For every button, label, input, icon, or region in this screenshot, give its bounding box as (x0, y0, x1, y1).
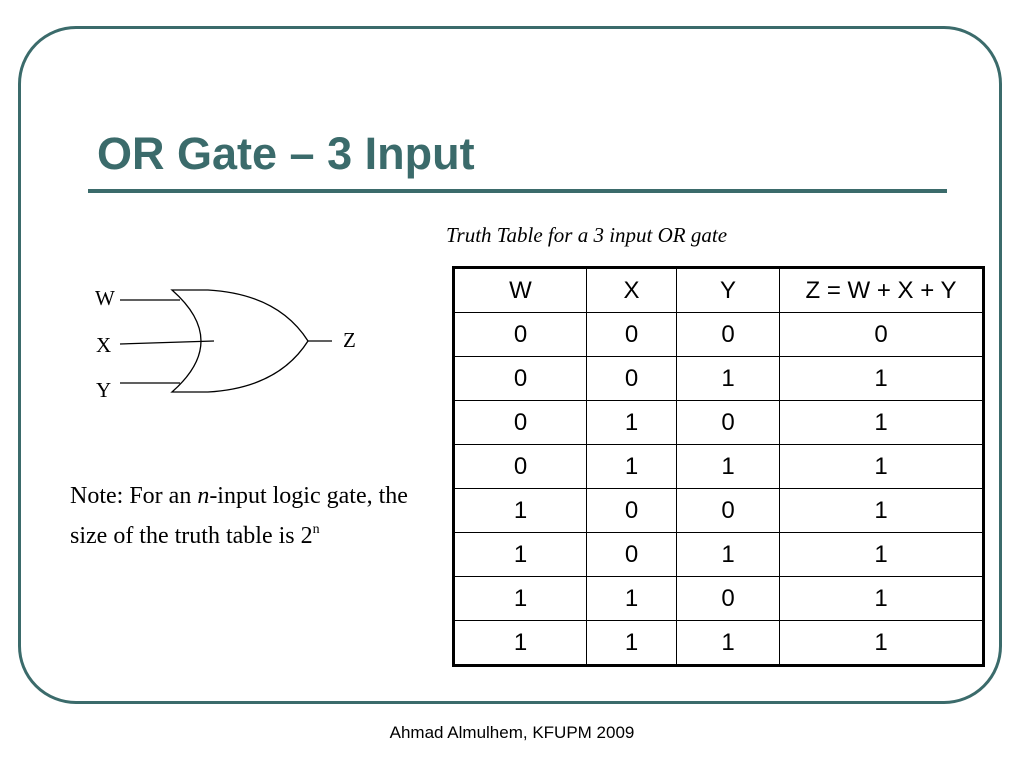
header-w: W (453, 267, 587, 313)
input-w-label: W (95, 286, 115, 310)
cell-x: 1 (586, 400, 677, 445)
cell-z: 0 (779, 312, 984, 357)
cell-y: 1 (676, 444, 780, 489)
or-gate-body (170, 289, 309, 393)
note-text: Note: For an n-input logic gate, the siz… (70, 480, 450, 553)
cell-x: 1 (586, 620, 677, 666)
cell-x: 1 (586, 576, 677, 621)
cell-z: 1 (779, 576, 984, 621)
note-prefix: Note: For an (70, 483, 198, 509)
cell-x: 0 (586, 356, 677, 401)
cell-x: 0 (586, 532, 677, 577)
table-header-row: W X Y Z = W + X + Y (453, 267, 984, 313)
table-row: 0 0 0 0 (453, 312, 984, 357)
cell-z: 1 (779, 488, 984, 533)
table-row: 1 1 1 1 (453, 620, 984, 666)
cell-y: 0 (676, 312, 780, 357)
table-row: 0 0 1 1 (453, 356, 984, 401)
note-middle: -input logic gate, the size of the truth… (70, 483, 408, 549)
cell-x: 0 (586, 312, 677, 357)
footer-credit: Ahmad Almulhem, KFUPM 2009 (389, 723, 635, 742)
title-underline (88, 189, 947, 193)
cell-w: 0 (453, 356, 587, 401)
slide-title: OR Gate – 3 Input (97, 128, 475, 179)
cell-y: 0 (676, 400, 780, 445)
cell-z: 1 (779, 444, 984, 489)
cell-w: 0 (453, 444, 587, 489)
input-x-wire (119, 340, 215, 345)
output-z-label: Z (343, 328, 356, 352)
table-row: 1 0 1 1 (453, 532, 984, 577)
table-row: 1 0 0 1 (453, 488, 984, 533)
or-gate-diagram: W X Y Z (90, 280, 380, 405)
cell-y: 0 (676, 488, 780, 533)
header-y: Y (676, 267, 780, 313)
input-x-label: X (96, 333, 112, 357)
cell-w: 1 (453, 620, 587, 666)
cell-w: 1 (453, 576, 587, 621)
table-row: 1 1 0 1 (453, 576, 984, 621)
table-row: 0 1 1 1 (453, 444, 984, 489)
header-x: X (586, 267, 677, 313)
cell-y: 1 (676, 620, 780, 666)
cell-z: 1 (779, 620, 984, 666)
truth-table: W X Y Z = W + X + Y 0 0 0 0 0 0 1 1 0 1 … (452, 266, 985, 667)
table-row: 0 1 0 1 (453, 400, 984, 445)
cell-z: 1 (779, 532, 984, 577)
slide-frame (18, 26, 1002, 704)
cell-w: 1 (453, 488, 587, 533)
cell-y: 1 (676, 532, 780, 577)
cell-y: 1 (676, 356, 780, 401)
cell-w: 0 (453, 312, 587, 357)
cell-x: 0 (586, 488, 677, 533)
cell-z: 1 (779, 356, 984, 401)
cell-z: 1 (779, 400, 984, 445)
cell-x: 1 (586, 444, 677, 489)
cell-w: 0 (453, 400, 587, 445)
cell-y: 0 (676, 576, 780, 621)
note-exponent: n (312, 522, 320, 537)
cell-w: 1 (453, 532, 587, 577)
table-caption: Truth Table for a 3 input OR gate (446, 223, 728, 247)
or-gate-icon (119, 289, 332, 393)
input-y-label: Y (96, 378, 112, 402)
note-variable: n (197, 483, 210, 509)
header-z: Z = W + X + Y (779, 267, 984, 313)
